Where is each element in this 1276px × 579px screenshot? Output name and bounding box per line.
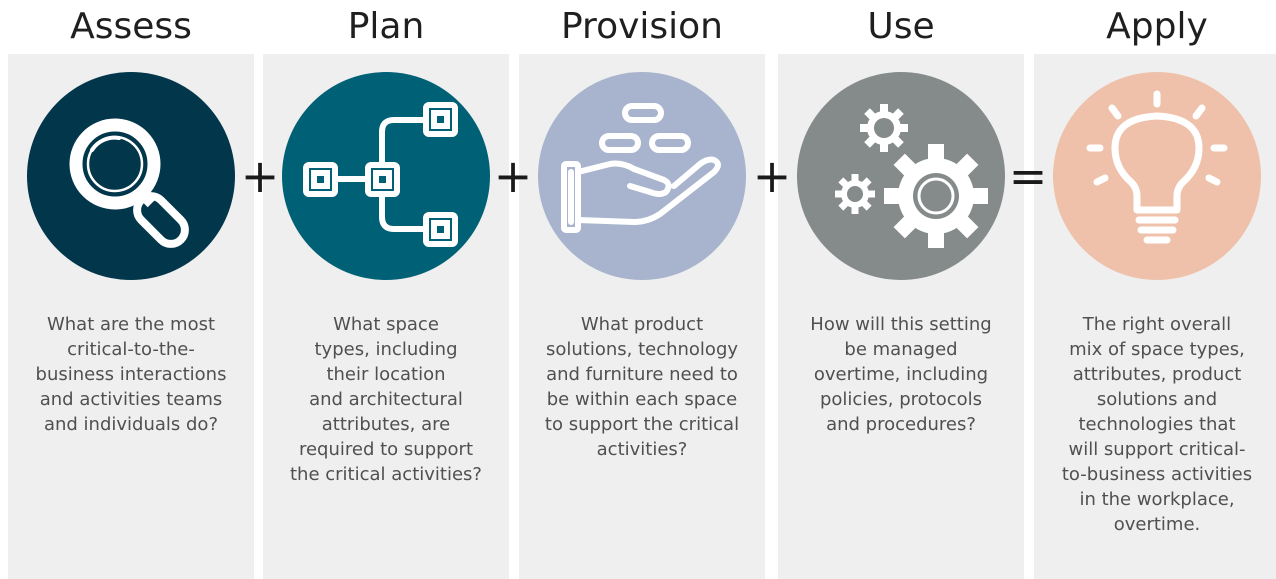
step-description: What product solutions, technology and f… [544,314,740,460]
plus-operator: + [240,149,280,203]
step-assess: Assess What are the most critical-to-the… [8,0,254,579]
step-circle [27,72,235,280]
equals-operator: = [1008,149,1048,203]
lightbulb-icon [1086,90,1228,244]
step-circle [797,72,1005,280]
step-use: Use [778,0,1024,579]
step-title: Use [867,6,935,47]
step-description: What space types, including their locati… [290,314,482,485]
magnifying-glass-icon [69,118,189,248]
step-circle [538,72,746,280]
plus-operator: + [752,149,792,203]
plus-operator: + [493,149,533,203]
step-circle [282,72,490,280]
step-title: Plan [347,6,425,47]
gears-icon [835,104,988,248]
step-circle [1053,72,1261,280]
step-plan: Plan What space types, including [263,0,509,579]
step-title: Provision [560,6,724,47]
hierarchy-diagram-icon [303,102,458,247]
step-title: Apply [1106,6,1208,47]
step-apply: Apply The right overall mix of sp [1034,0,1276,579]
step-title: Assess [70,6,192,47]
step-description: What are the most critical-to-the- busin… [35,314,227,435]
step-description: The right overall mix of space types, at… [1061,314,1253,535]
hand-offering-icon [561,103,721,233]
step-provision: Provision What product solutions, techno… [519,0,765,579]
step-description: How will this setting be managed overtim… [810,314,992,435]
